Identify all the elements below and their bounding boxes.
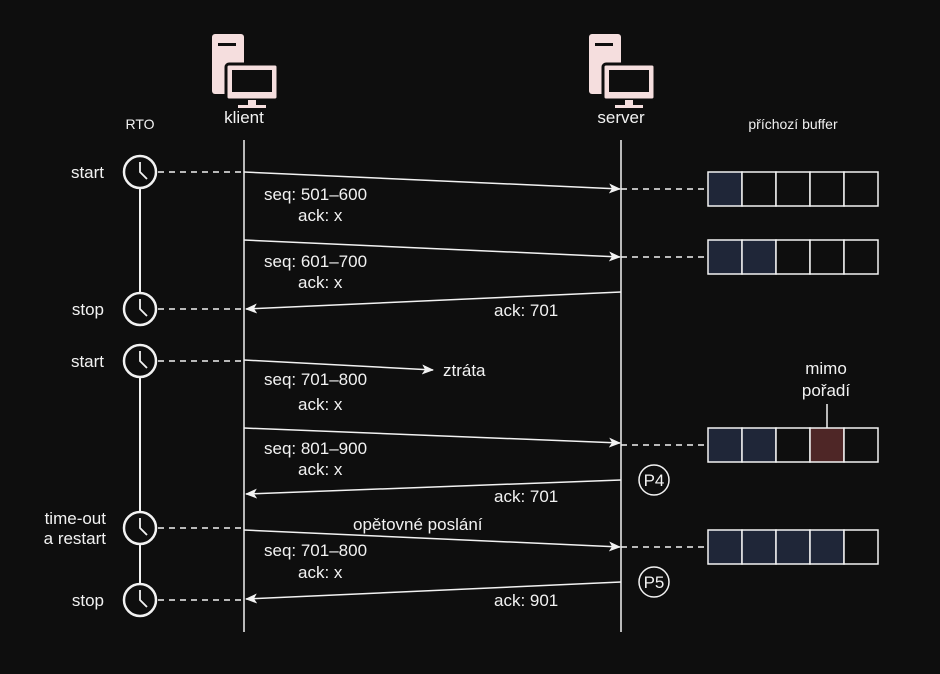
incoming-buffer: mimo pořadí (621, 359, 879, 463)
buffer-cell-filled (707, 427, 743, 463)
buffer-cell-empty (775, 239, 811, 275)
buffer-annotation: mimo (805, 359, 847, 378)
buffer-cell-filled (775, 529, 811, 565)
seq-label: seq: 501–600 (264, 185, 367, 204)
arrow (243, 239, 621, 262)
message-note: ztráta (443, 361, 486, 380)
buffer-cell-empty (741, 171, 777, 207)
step-marker-label: P5 (644, 573, 665, 592)
server-computer-icon (589, 34, 657, 108)
arrow (243, 171, 621, 194)
timer-event: start (71, 343, 244, 379)
buffer-cell-filled (707, 529, 743, 565)
buffer-cell-empty (843, 171, 879, 207)
buffer-cell-empty (809, 239, 845, 275)
ack-label: ack: 701 (494, 487, 558, 506)
seq-label: seq: 701–800 (264, 541, 367, 560)
ack-label: ack: x (298, 395, 343, 414)
segment-message: seq: 601–700 ack: x (243, 239, 621, 292)
segment-message: seq: 701–800 ack: x opětovné poslání (243, 515, 621, 582)
timer-label: start (71, 352, 104, 371)
buffer-cell-empty (775, 427, 811, 463)
incoming-buffer (621, 529, 879, 565)
ack-message: ack: 701 P4 (245, 464, 670, 506)
timer-label: stop (72, 300, 104, 319)
buffer-cell-empty (775, 171, 811, 207)
timer-label: time-out (45, 509, 107, 528)
ack-label: ack: x (298, 460, 343, 479)
step-marker-label: P4 (644, 471, 665, 490)
timer-label: a restart (44, 529, 107, 548)
server-header: server (597, 108, 645, 127)
message-note: opětovné poslání (353, 515, 483, 534)
ack-label: ack: x (298, 273, 343, 292)
ack-message: ack: 901 P5 (245, 566, 670, 610)
seq-label: seq: 801–900 (264, 439, 367, 458)
buffer-header: příchozí buffer (748, 116, 838, 132)
clock-hands (139, 299, 148, 317)
ack-label: ack: x (298, 206, 343, 225)
buffer-cell-empty (843, 427, 879, 463)
ack-label: ack: 901 (494, 591, 558, 610)
buffer-cell-empty (843, 239, 879, 275)
clock-hands (139, 162, 148, 180)
seq-label: seq: 601–700 (264, 252, 367, 271)
arrow (245, 581, 622, 604)
buffer-cell-filled (741, 529, 777, 565)
timer-event: stop (72, 291, 244, 327)
seq-label: seq: 701–800 (264, 370, 367, 389)
buffer-cell-filled (707, 171, 743, 207)
buffer-cell-out-of_order (809, 427, 845, 463)
timer-event: start (71, 154, 244, 190)
incoming-buffer (621, 239, 879, 275)
arrow (243, 427, 621, 448)
buffer-cell-empty (809, 171, 845, 207)
clock-hands (139, 518, 148, 536)
buffer-cell-empty (843, 529, 879, 565)
client-header: klient (224, 108, 264, 127)
step-marker (638, 464, 670, 496)
ack-label: ack: 701 (494, 301, 558, 320)
incoming-buffer (621, 171, 879, 207)
buffer-annotation: pořadí (802, 381, 850, 400)
buffer-cell-filled (707, 239, 743, 275)
segment-message: seq: 701–800 ack: x ztráta (243, 359, 486, 414)
ack-label: ack: x (298, 563, 343, 582)
arrow (245, 291, 622, 314)
timer-event: stop (72, 582, 244, 618)
buffer-cell-filled (741, 239, 777, 275)
arrow (243, 529, 621, 552)
rto-header: RTO (125, 116, 154, 132)
arrow (245, 479, 622, 499)
clock-hands (139, 351, 148, 369)
buffer-cell-filled (809, 529, 845, 565)
clock-hands (139, 590, 148, 608)
ack-message: ack: 701 (245, 291, 622, 320)
arrow (243, 359, 434, 375)
segment-message: seq: 501–600 ack: x (243, 171, 621, 225)
buffer-cell-filled (741, 427, 777, 463)
timer-label: stop (72, 591, 104, 610)
segment-message: seq: 801–900 ack: x (243, 427, 621, 479)
timer-label: start (71, 163, 104, 182)
step-marker (638, 566, 670, 598)
client-computer-icon (212, 34, 280, 108)
